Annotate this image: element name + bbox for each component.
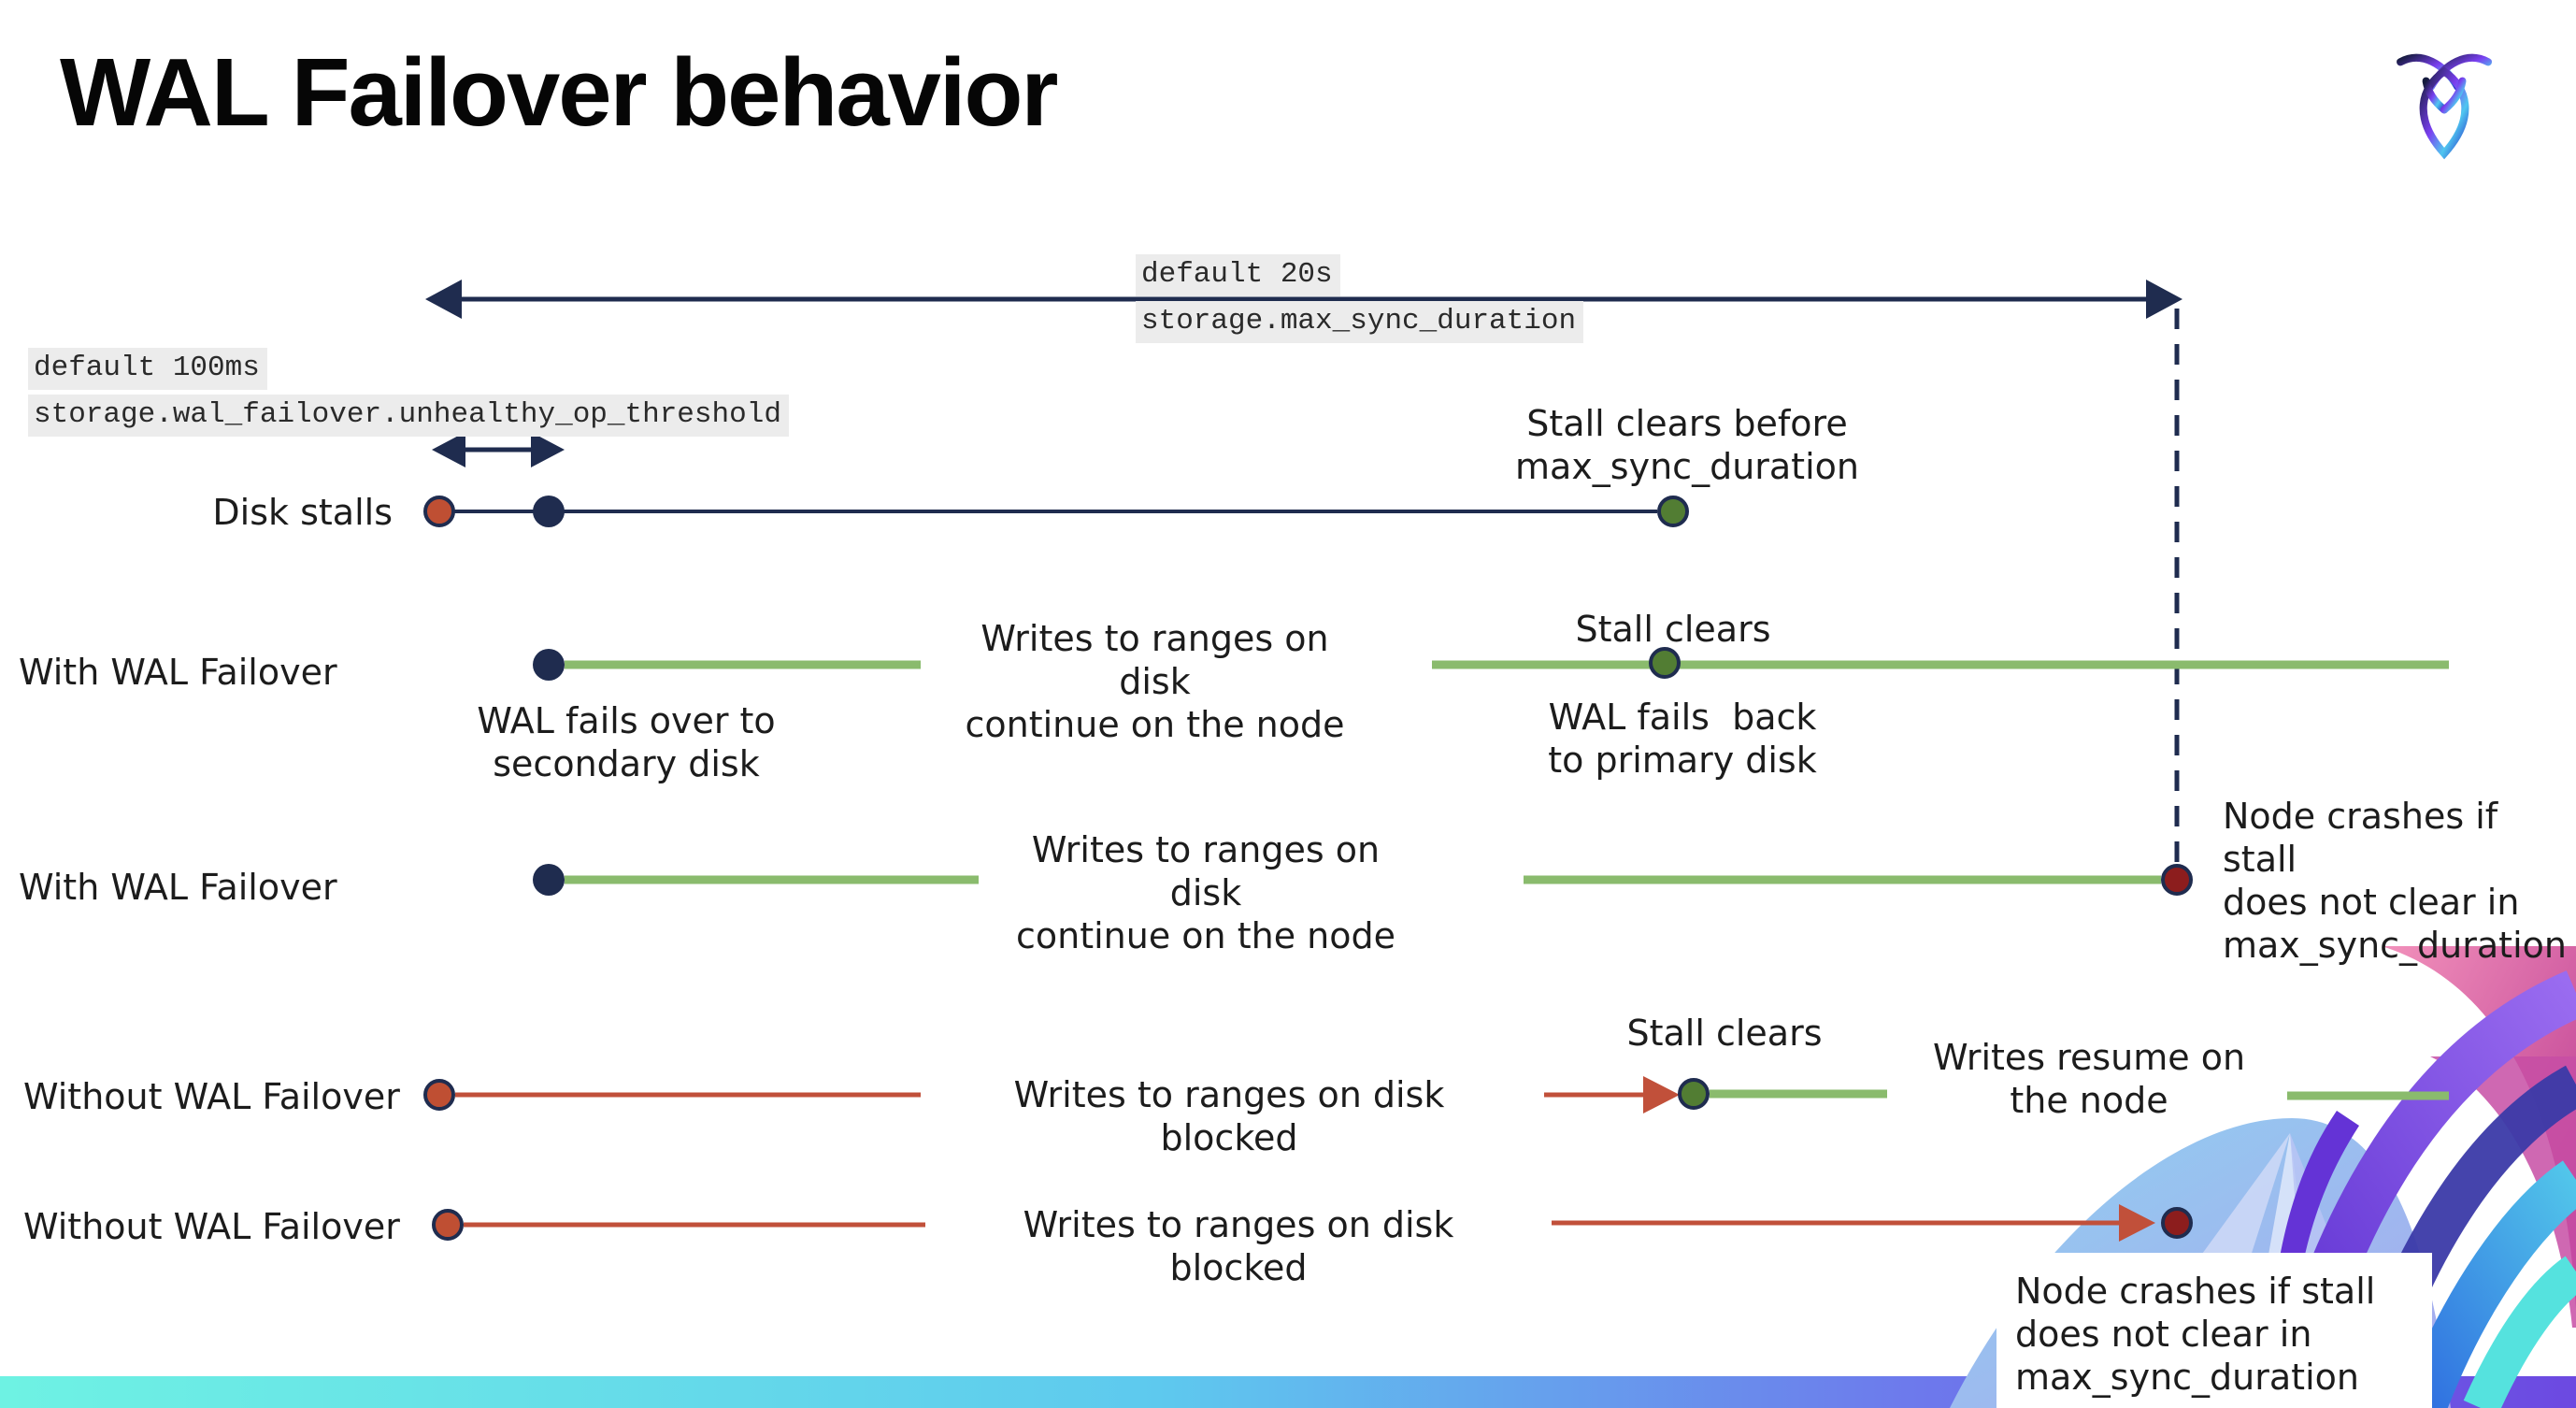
max-sync-default-label: default 20s bbox=[1136, 254, 1340, 296]
writes-resume-note: Writes resume on the node bbox=[1932, 1037, 2246, 1121]
stall-start-dot bbox=[423, 496, 455, 527]
writes-blocked-note-1: Writes to ranges on disk blocked bbox=[1013, 1074, 1467, 1158]
stall-clear-dot bbox=[1678, 1078, 1710, 1110]
unhealthy-op-threshold-annotation: default 100ms storage.wal_failover.unhea… bbox=[28, 348, 789, 441]
failover-to-secondary-note: WAL fails over to secondary disk bbox=[477, 700, 776, 784]
row-label-without-wal-failover-2: Without WAL Failover bbox=[23, 1206, 400, 1247]
failover-dot bbox=[533, 649, 565, 681]
row-label-disk-stalls: Disk stalls bbox=[212, 492, 393, 533]
node-crashes-note-1: Node crashes if stall does not clear in … bbox=[2223, 796, 2567, 966]
unhealthy-op-threshold-arrow bbox=[432, 432, 565, 467]
row-label-without-wal-failover-1: Without WAL Failover bbox=[23, 1076, 400, 1117]
stall-start-dot bbox=[432, 1209, 464, 1241]
row-label-with-wal-failover-1: With WAL Failover bbox=[19, 652, 337, 693]
max-sync-duration-arrow bbox=[425, 280, 2182, 319]
row-no-failover-clears-timeline bbox=[423, 1076, 2449, 1113]
node-crashes-note-2: Node crashes if stall does not clear in … bbox=[2015, 1271, 2376, 1398]
row-disk-stalls-timeline bbox=[423, 496, 1689, 527]
page-title: WAL Failover behavior bbox=[60, 38, 1059, 146]
max-sync-duration-annotation: default 20s storage.max_sync_duration bbox=[1136, 254, 1584, 348]
stall-clears-note-1: Stall clears bbox=[1575, 609, 1771, 650]
writes-blocked-note-2: Writes to ranges on disk blocked bbox=[1023, 1204, 1477, 1288]
row-wal-failover-clears-timeline bbox=[533, 647, 2449, 681]
stall-clear-dot bbox=[1649, 647, 1681, 679]
unhealthy-op-default-label: default 100ms bbox=[28, 348, 267, 390]
crash-callout-box: Node crashes if stall does not clear in … bbox=[1996, 1253, 2432, 1408]
stall-start-dot bbox=[423, 1079, 455, 1111]
cockroachdb-logo-icon bbox=[2397, 53, 2493, 160]
threshold-dot bbox=[533, 496, 565, 527]
crash-dot bbox=[2161, 864, 2193, 896]
max-sync-setting-name: storage.max_sync_duration bbox=[1136, 301, 1584, 343]
row-wal-failover-crash-timeline bbox=[533, 864, 2193, 896]
writes-continue-note-2: Writes to ranges on disk continue on the… bbox=[1016, 829, 1395, 956]
stall-clear-dot bbox=[1657, 496, 1689, 527]
unhealthy-op-setting-name: storage.wal_failover.unhealthy_op_thresh… bbox=[28, 395, 789, 437]
row-label-with-wal-failover-2: With WAL Failover bbox=[19, 867, 337, 908]
row-no-failover-crash-timeline bbox=[432, 1204, 2193, 1242]
writes-continue-note-1: Writes to ranges on disk continue on the… bbox=[965, 618, 1345, 745]
crash-dot bbox=[2161, 1207, 2193, 1239]
stall-clears-note-2: Stall clears bbox=[1626, 1013, 1823, 1054]
stall-clears-before-note: Stall clears before max_sync_duration bbox=[1515, 403, 1859, 487]
failover-dot bbox=[533, 864, 565, 896]
failback-to-primary-note: WAL fails back to primary disk bbox=[1548, 697, 1817, 781]
